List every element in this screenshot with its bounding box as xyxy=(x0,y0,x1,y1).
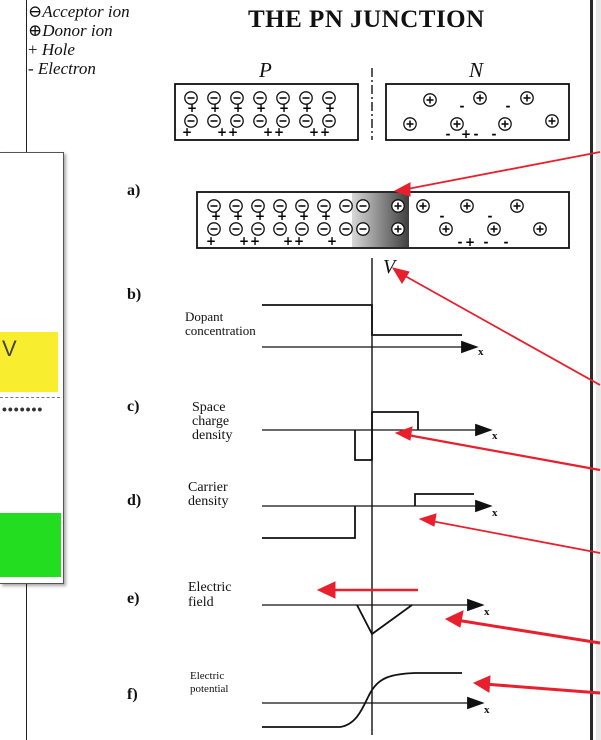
electron-icon: - xyxy=(504,235,509,249)
junction-v-label: V xyxy=(383,256,395,279)
axis-x-label-e: x xyxy=(484,606,490,618)
hole-icon: + xyxy=(325,101,335,115)
electron-icon: - xyxy=(506,99,511,113)
donor-ion-icon xyxy=(461,200,473,212)
row-label-a: a) xyxy=(127,182,140,200)
electron-icon: - xyxy=(458,235,463,249)
donor-ion-icon xyxy=(488,223,500,235)
dotted-line: ••••••• xyxy=(2,401,43,417)
hole-icon: + xyxy=(294,234,304,248)
row-label-c: c) xyxy=(127,398,139,416)
hole-icon: + xyxy=(250,234,260,248)
hole-icon: + xyxy=(255,209,265,223)
hole-icon: + xyxy=(309,125,319,139)
electron-icon: - xyxy=(446,127,451,141)
donor-ion-icon xyxy=(417,200,429,212)
hole-icon: + xyxy=(256,101,266,115)
space-charge-label: Space charge density xyxy=(192,401,232,443)
arrow-to-field xyxy=(456,620,600,643)
donor-ion-icon xyxy=(546,115,558,127)
overlay-panel: V ••••••• xyxy=(0,152,64,584)
donor-ion-icon xyxy=(404,118,416,130)
acceptor-ion-icon xyxy=(340,200,352,212)
arrow-to-v xyxy=(398,272,600,385)
axis-x-label-b: x xyxy=(478,346,484,358)
electron-icon: - xyxy=(488,209,493,223)
row-label-f: f) xyxy=(127,686,138,704)
acceptor-ion-icon xyxy=(357,223,369,235)
dashed-divider xyxy=(0,397,60,398)
hole-icon: + xyxy=(320,125,330,139)
hole-icon: + xyxy=(217,125,227,139)
donor-ion-icon xyxy=(392,200,404,212)
field-label: Electric field xyxy=(188,580,232,610)
potential-label: Electric potential xyxy=(190,670,229,696)
hole-icon: + xyxy=(187,101,197,115)
hole-icon: + xyxy=(206,234,216,248)
arrow-head-field xyxy=(446,611,463,627)
axis-x-label-f: x xyxy=(484,704,490,716)
hole-icon: + xyxy=(263,125,273,139)
electron-icon: - xyxy=(440,209,445,223)
electron-icon: - xyxy=(484,235,489,249)
acceptor-ion-icon xyxy=(357,200,369,212)
arrow-head-carrier xyxy=(420,514,436,526)
row-label-b: b) xyxy=(127,286,141,304)
hole-icon: + xyxy=(182,125,192,139)
electron-icon: - xyxy=(492,127,497,141)
hole-icon: + xyxy=(233,209,243,223)
electron-icon: - xyxy=(460,99,465,113)
hole-icon: + xyxy=(211,209,221,223)
hole-icon: + xyxy=(461,127,471,141)
row-label-e: e) xyxy=(127,590,139,608)
donor-ion-icon xyxy=(499,118,511,130)
carrier-label: Carrier density xyxy=(188,481,228,509)
arrow-to-potential xyxy=(484,684,600,693)
axis-x-label-d: x xyxy=(492,507,498,519)
donor-ion-icon xyxy=(534,223,546,235)
arrow-head-potential xyxy=(474,676,490,692)
dopant-label: Dopant concentration xyxy=(185,310,256,338)
hole-icon: + xyxy=(277,209,287,223)
yellow-band-text: V xyxy=(2,336,17,362)
arrow-head-v xyxy=(393,268,409,283)
hole-icon: + xyxy=(302,101,312,115)
hole-icon: + xyxy=(274,125,284,139)
field-direction-arrow-head xyxy=(318,582,335,598)
hole-icon: + xyxy=(465,235,475,249)
hole-icon: + xyxy=(228,125,238,139)
axis-x-label-c: x xyxy=(492,430,498,442)
donor-ion-icon xyxy=(424,94,436,106)
hole-icon: + xyxy=(283,234,293,248)
hole-icon: + xyxy=(299,209,309,223)
acceptor-ion-icon xyxy=(340,223,352,235)
hole-icon: + xyxy=(327,234,337,248)
donor-ion-icon xyxy=(392,223,404,235)
hole-icon: + xyxy=(279,101,289,115)
donor-ion-icon xyxy=(521,92,533,104)
hole-icon: + xyxy=(233,101,243,115)
carrier-density-plot xyxy=(262,494,490,538)
p-region-label: P xyxy=(259,58,272,83)
dopant-concentration-plot xyxy=(262,305,476,352)
arrow-to-space-charge xyxy=(402,434,600,470)
arrow-to-carrier xyxy=(426,520,600,553)
green-band xyxy=(0,513,61,577)
hole-icon: + xyxy=(210,101,220,115)
n-region-label: N xyxy=(469,58,483,83)
space-charge-plot xyxy=(262,412,490,460)
donor-ion-icon xyxy=(511,200,523,212)
hole-icon: + xyxy=(239,234,249,248)
arrow-head-space-charge xyxy=(396,427,412,440)
donor-ion-icon xyxy=(440,223,452,235)
hole-icon: + xyxy=(321,209,331,223)
electron-icon: - xyxy=(474,127,479,141)
donor-ion-icon xyxy=(474,92,486,104)
row-label-d: d) xyxy=(127,492,141,510)
yellow-band: V xyxy=(0,332,58,392)
arrow-to-depletion xyxy=(402,152,600,190)
